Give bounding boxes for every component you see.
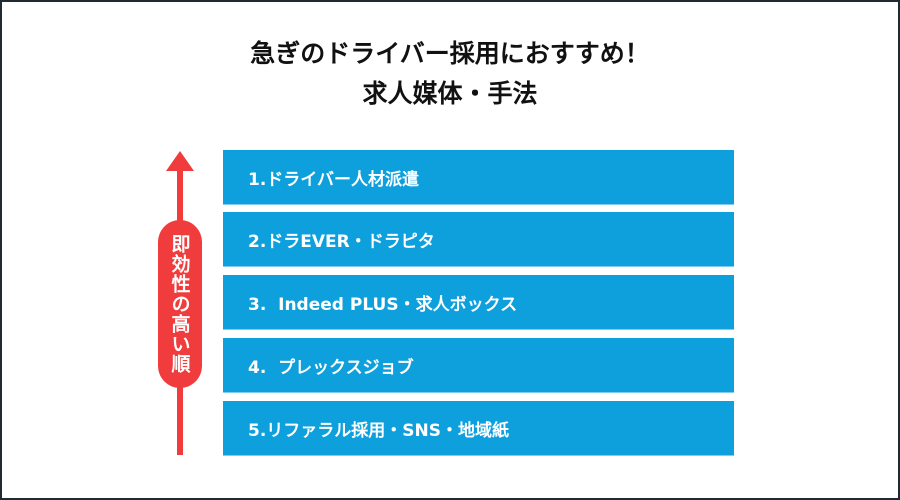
ranking-item-label: 4. プレックスジョブ [248, 357, 414, 378]
ranking-item-5: 5.リファラル採用・SNS・地域紙 [223, 401, 734, 456]
arrow-label-pill: 即効性の高い順 [158, 220, 202, 388]
arrow-label: 即効性の高い順 [168, 234, 191, 374]
ranking-item-3: 3. Indeed PLUS・求人ボックス [223, 275, 734, 330]
title-line-1: 急ぎのドライバー採用におすすめ！ [250, 39, 650, 68]
ranking-item-4: 4. プレックスジョブ [223, 338, 734, 393]
ranking-item-label: 5.リファラル採用・SNS・地域紙 [248, 420, 510, 441]
title-line-2: 求人媒体・手法 [362, 79, 538, 108]
ranking-item-2: 2.ドラEVER・ドラピタ [223, 212, 734, 267]
arrow-up-icon [166, 151, 194, 171]
ranking-item-1: 1.ドライバー人材派遣 [223, 150, 734, 205]
ranking-item-label: 3. Indeed PLUS・求人ボックス [248, 294, 518, 315]
ranking-item-label: 2.ドラEVER・ドラピタ [248, 231, 435, 252]
ranking-item-label: 1.ドライバー人材派遣 [248, 169, 419, 190]
page-title: 急ぎのドライバー採用におすすめ！ 求人媒体・手法 [0, 34, 900, 114]
